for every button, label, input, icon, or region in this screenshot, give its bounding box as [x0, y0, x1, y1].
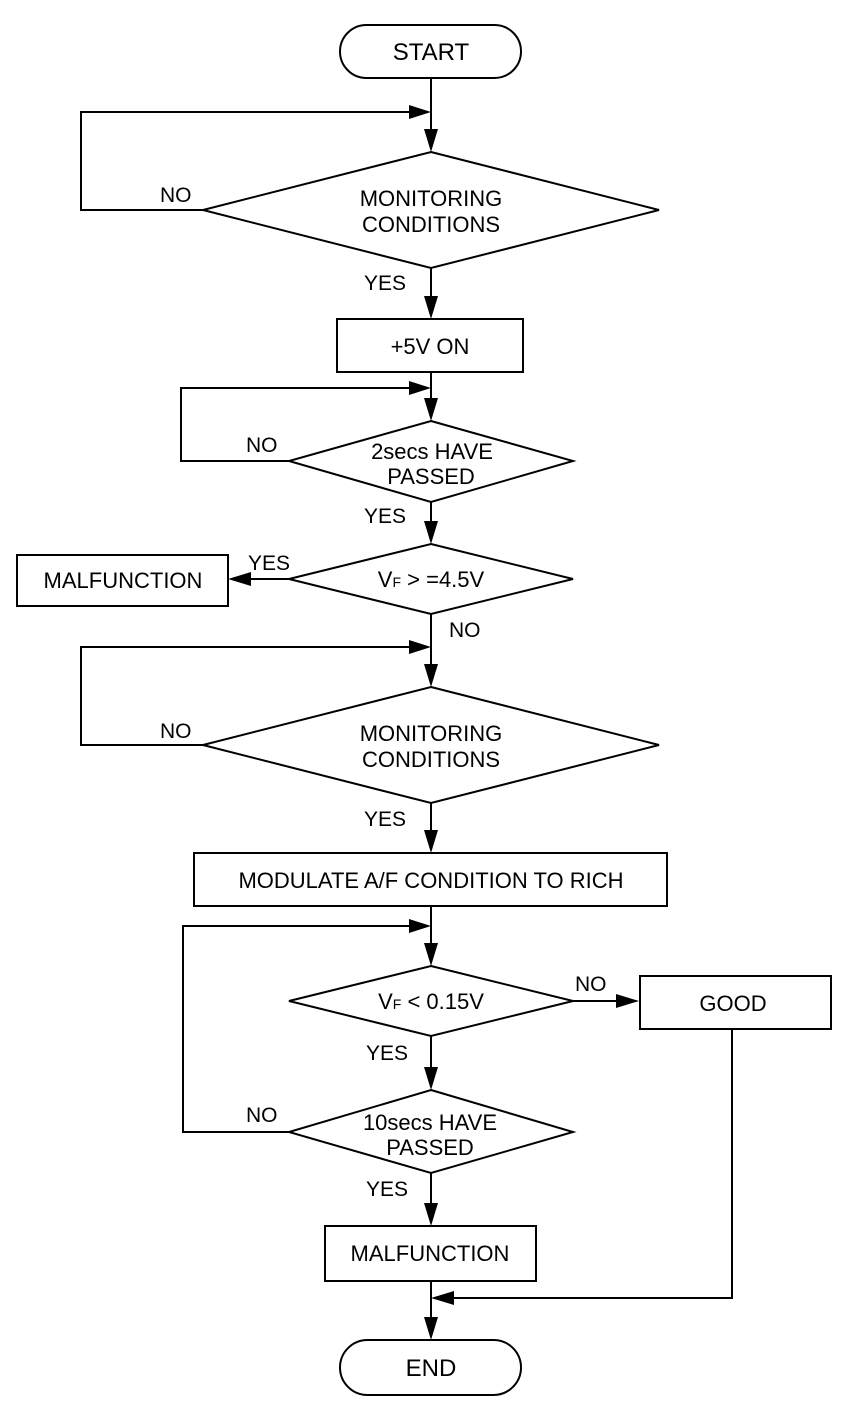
arrowhead: [409, 105, 431, 119]
end-label: END: [406, 1355, 457, 1382]
arrowhead: [424, 1317, 438, 1340]
decision-monitoring-conditions-1: MONITORING CONDITIONS: [202, 150, 660, 270]
edge-labels: NO YES NO YES YES NO NO YES NO YES NO YE…: [160, 184, 607, 1201]
decision-label: VF < 0.15V: [378, 989, 484, 1014]
process-malfunction-1: MALFUNCTION: [16, 554, 229, 607]
process-label: MALFUNCTION: [351, 1241, 510, 1266]
decision-label-line2: PASSED: [387, 464, 475, 489]
edge-label-no: NO: [160, 184, 192, 207]
decision-label-line1: 2secs HAVE: [371, 439, 493, 464]
decision-label-line1: 10secs HAVE: [363, 1110, 497, 1135]
start-label: START: [393, 39, 470, 66]
arrowhead: [424, 664, 438, 687]
arrowhead: [409, 640, 431, 654]
edge-label-yes: YES: [366, 1178, 408, 1201]
process-malfunction-2: MALFUNCTION: [324, 1225, 537, 1282]
edge-label-no: NO: [449, 619, 481, 642]
arrowhead: [409, 919, 431, 933]
process-good: GOOD: [639, 975, 832, 1030]
arrowhead: [228, 572, 251, 586]
connector-monitor1-no-loop: [80, 111, 410, 211]
decision-label-line2: PASSED: [386, 1135, 474, 1160]
arrowhead: [424, 521, 438, 544]
edge-label-yes: YES: [364, 808, 406, 831]
connector-wait2-no-loop: [180, 387, 410, 462]
arrowhead: [431, 1291, 454, 1305]
connector-good-end-merge: [452, 1030, 733, 1299]
decision-label-line1: MONITORING: [360, 186, 503, 211]
edge-label-yes: YES: [364, 505, 406, 528]
decision-label-line2: CONDITIONS: [362, 212, 500, 237]
process-label: GOOD: [699, 991, 766, 1016]
arrowhead: [424, 1067, 438, 1090]
end-terminal: END: [339, 1339, 522, 1396]
arrowhead: [424, 296, 438, 319]
decision-vf-high: VF > =4.5V: [288, 542, 574, 616]
process-label: MALFUNCTION: [44, 568, 203, 593]
arrowhead: [424, 1203, 438, 1226]
arrowhead: [409, 381, 431, 395]
connectors: [80, 78, 733, 1328]
decision-label-line1: MONITORING: [360, 721, 503, 746]
edge-label-no: NO: [160, 720, 192, 743]
decision-label-line2: CONDITIONS: [362, 747, 500, 772]
decision-2secs-passed: 2secs HAVE PASSED: [285, 419, 577, 504]
edge-label-no: NO: [575, 973, 607, 996]
start-terminal: START: [339, 24, 522, 79]
edge-label-no: NO: [246, 1104, 278, 1127]
connector-wait10-no-loop: [182, 925, 410, 1133]
connector-monitor2-no-loop: [80, 646, 410, 746]
edge-label-yes: YES: [364, 272, 406, 295]
arrowhead: [616, 994, 639, 1008]
arrowhead: [424, 943, 438, 966]
arrowhead: [424, 129, 438, 152]
decision-10secs-passed: 10secs HAVE PASSED: [285, 1088, 577, 1175]
decision-label: VF > =4.5V: [378, 567, 485, 592]
decision-vf-low: VF < 0.15V: [288, 964, 574, 1038]
process-plus5v-on: +5V ON: [336, 318, 524, 373]
edge-label-yes: YES: [366, 1042, 408, 1065]
arrowheads: [228, 105, 639, 1340]
arrowhead: [424, 830, 438, 853]
process-label: MODULATE A/F CONDITION TO RICH: [238, 868, 623, 893]
decision-monitoring-conditions-2: MONITORING CONDITIONS: [202, 685, 660, 805]
process-modulate-af: MODULATE A/F CONDITION TO RICH: [193, 852, 668, 907]
edge-label-yes: YES: [248, 552, 290, 575]
process-label: +5V ON: [391, 334, 470, 359]
edge-label-no: NO: [246, 434, 278, 457]
arrowhead: [424, 398, 438, 421]
